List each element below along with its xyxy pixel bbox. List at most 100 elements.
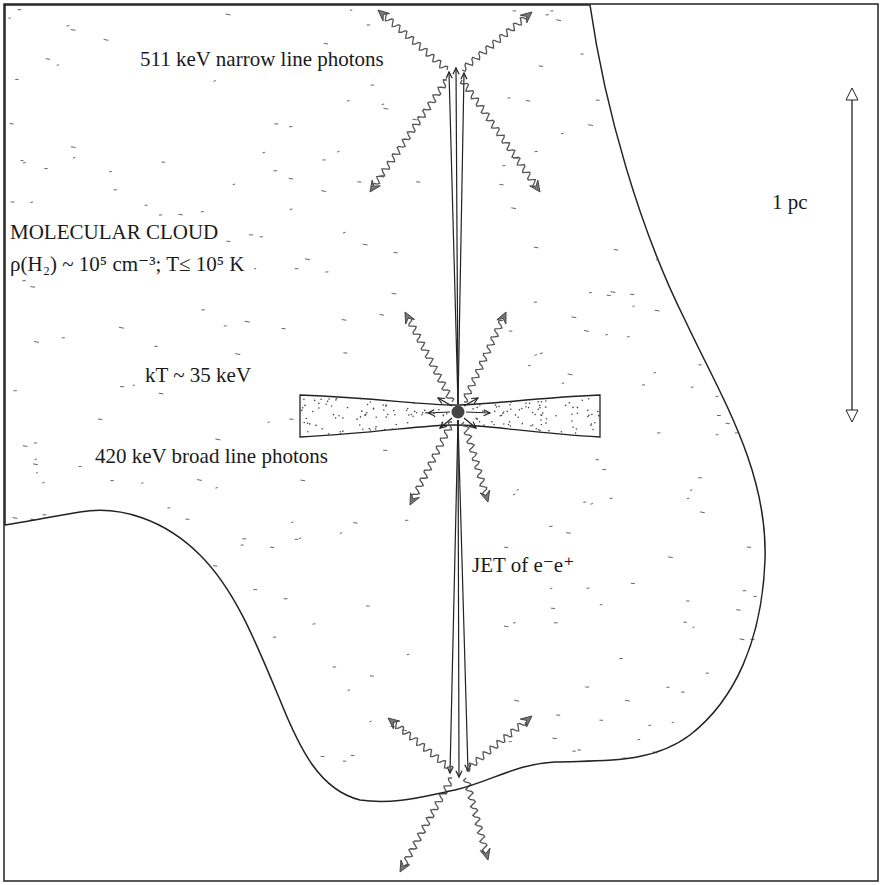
gas-mark: [34, 442, 37, 443]
gas-mark: [657, 432, 660, 433]
disk-dot: [331, 405, 333, 407]
gas-mark: [568, 373, 573, 375]
jet-line: [458, 73, 464, 404]
photon-path: [464, 778, 487, 852]
gas-mark: [178, 214, 182, 216]
gas-mark: [213, 80, 215, 82]
disk-dot: [534, 414, 536, 416]
disk-dot: [385, 405, 387, 407]
disk-dot: [553, 397, 555, 399]
gas-mark: [535, 354, 537, 356]
gas-mark: [73, 157, 75, 159]
disk-dot: [483, 424, 485, 426]
gas-mark: [79, 466, 82, 467]
gas-mark: [274, 170, 278, 171]
gas-mark: [587, 587, 590, 588]
gas-mark: [726, 423, 730, 424]
disk-dot: [373, 407, 375, 409]
disk-flow-arrow: [428, 412, 450, 413]
annotation-label: 1 pc: [772, 190, 808, 214]
gas-mark: [104, 39, 109, 41]
gas-mark: [66, 25, 69, 26]
disk-dot: [360, 398, 362, 400]
gas-mark: [185, 519, 189, 520]
gas-mark: [325, 271, 328, 272]
disk-dot: [408, 414, 410, 416]
gas-mark: [686, 600, 689, 601]
disk-dot: [307, 431, 309, 433]
disk-dot: [309, 423, 311, 425]
gas-mark: [46, 58, 50, 60]
gas-mark: [233, 184, 236, 186]
gas-mark: [513, 10, 517, 11]
disk-dot: [413, 402, 415, 404]
gas-mark: [554, 622, 558, 623]
gas-mark: [351, 755, 355, 756]
disk-dot: [479, 421, 481, 423]
gas-mark: [71, 29, 76, 31]
gas-mark: [610, 498, 613, 499]
gas-mark: [110, 480, 113, 481]
disk-dot: [407, 408, 409, 410]
gas-mark: [602, 469, 606, 470]
gas-mark: [201, 309, 204, 310]
disk-dot: [576, 428, 578, 430]
photon-path: [461, 80, 536, 186]
gas-mark: [526, 100, 530, 102]
gas-mark: [291, 521, 293, 523]
disk-dot: [384, 429, 386, 431]
gas-mark: [691, 386, 694, 387]
disk-dot: [303, 398, 305, 400]
gas-mark: [141, 482, 143, 484]
gas-mark: [321, 190, 326, 192]
disk-dot: [375, 417, 377, 419]
disk-dot: [391, 428, 393, 430]
disk-dot: [320, 398, 322, 400]
gas-mark: [607, 295, 611, 296]
gas-mark: [366, 606, 369, 607]
disk-dot: [569, 402, 571, 404]
gas-mark: [551, 608, 555, 609]
disk-dot: [476, 407, 478, 409]
gas-mark: [552, 738, 556, 740]
gas-mark: [226, 14, 231, 16]
accretion-disk: [300, 395, 600, 437]
gas-mark: [655, 310, 660, 312]
disk-dot: [506, 411, 508, 413]
disk-dot: [361, 410, 363, 412]
disk-dot: [370, 429, 372, 431]
photon-arrowhead: [400, 860, 410, 872]
disk-dot: [318, 407, 320, 409]
gas-mark: [591, 503, 593, 505]
gas-mark: [23, 445, 28, 447]
gas-mark: [534, 302, 537, 303]
disk-dot: [338, 415, 340, 417]
disk-dot: [510, 409, 512, 411]
gas-mark: [581, 53, 584, 54]
gas-mark: [556, 714, 560, 715]
gas-mark: [371, 85, 374, 86]
disk-dot: [421, 414, 423, 416]
scale-head: [846, 88, 858, 100]
photon-arrows: [370, 10, 540, 872]
disk-dot: [591, 414, 593, 416]
gas-mark: [627, 336, 630, 338]
disk-dot: [478, 425, 480, 427]
photon-arrowhead: [410, 493, 419, 505]
disk-dot: [587, 416, 589, 418]
disk-dot: [375, 428, 377, 430]
disk-dot: [539, 405, 541, 407]
jet-line-head: [456, 771, 462, 777]
annotation-label: JET of e⁻e⁺: [472, 553, 574, 577]
disk-dot: [561, 431, 563, 433]
gas-mark: [614, 249, 618, 251]
gas-mark: [384, 108, 389, 110]
disk-dot: [522, 423, 524, 425]
gas-mark: [289, 418, 293, 419]
disk-dot: [571, 420, 573, 422]
gas-mark: [295, 268, 299, 269]
disk-dot: [382, 404, 384, 406]
disk-dot: [328, 433, 330, 435]
